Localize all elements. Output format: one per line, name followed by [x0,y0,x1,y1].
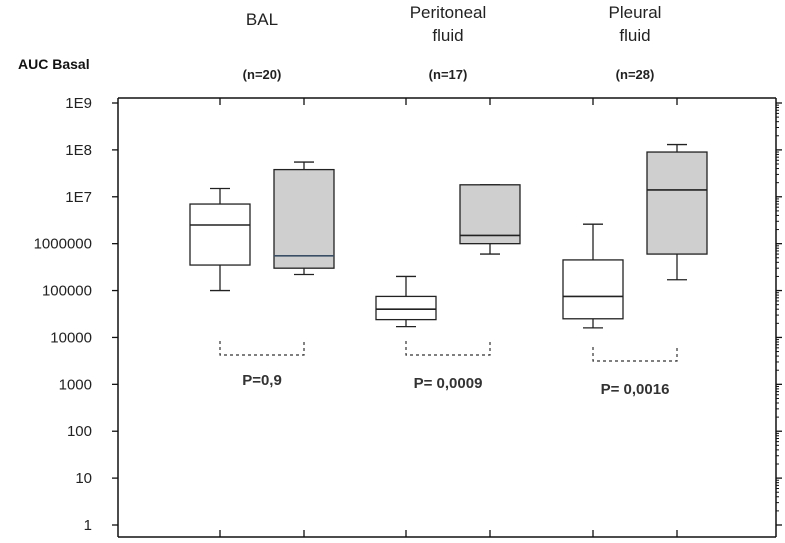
group-title-line: Pleural [609,3,662,22]
comparison-brackets [219,341,678,362]
y-tick-label: 1000 [59,376,92,393]
p-value-label: P= 0,0016 [601,381,670,398]
boxes [189,143,708,329]
significance-bracket [405,341,491,356]
interquartile-box [459,184,521,245]
box-comparison [459,184,521,255]
box-basal [375,275,437,328]
y-tick-label: 1E9 [65,95,92,112]
interquartile-box [562,259,624,320]
sample-size-label: (n=17) [429,67,468,82]
box-basal [562,223,624,329]
group-title-line: Peritoneal [410,3,487,22]
group-titles: BAL Peritoneal fluid Pleural fluid [246,3,662,45]
group-title-line: BAL [246,10,278,29]
y-tick-label: 1E8 [65,142,92,159]
significance-bracket [219,341,305,356]
interquartile-box [375,295,437,321]
interquartile-box [189,203,251,266]
y-axis-title: AUC Basal [18,56,90,72]
significance-bracket [592,347,678,362]
box-basal [189,187,251,292]
y-tick-label: 10 [75,470,92,487]
interquartile-box [646,151,708,255]
y-tick-label: 1000000 [34,236,92,253]
group-title-line: fluid [432,26,463,45]
axis-ticks [112,98,782,537]
y-tick-label: 1E7 [65,189,92,206]
sample-size-label: (n=28) [616,67,655,82]
p-value-label: P= 0,0009 [414,375,483,392]
group-title-line: fluid [619,26,650,45]
box-comparison [646,143,708,281]
p-value-labels: P=0,9 P= 0,0009 P= 0,0016 [242,372,669,398]
y-tick-label: 1 [84,517,92,534]
interquartile-box [273,168,335,269]
y-tick-labels: 1 10 100 1000 10000 100000 1000000 1E7 1E8 1E9 [34,95,92,534]
n-labels: (n=20) (n=17) (n=28) [243,67,655,82]
y-tick-label: 10000 [50,329,92,346]
y-tick-label: 100000 [42,283,92,300]
box-comparison [273,161,335,276]
sample-size-label: (n=20) [243,67,282,82]
p-value-label: P=0,9 [242,372,282,389]
y-tick-label: 100 [67,423,92,440]
